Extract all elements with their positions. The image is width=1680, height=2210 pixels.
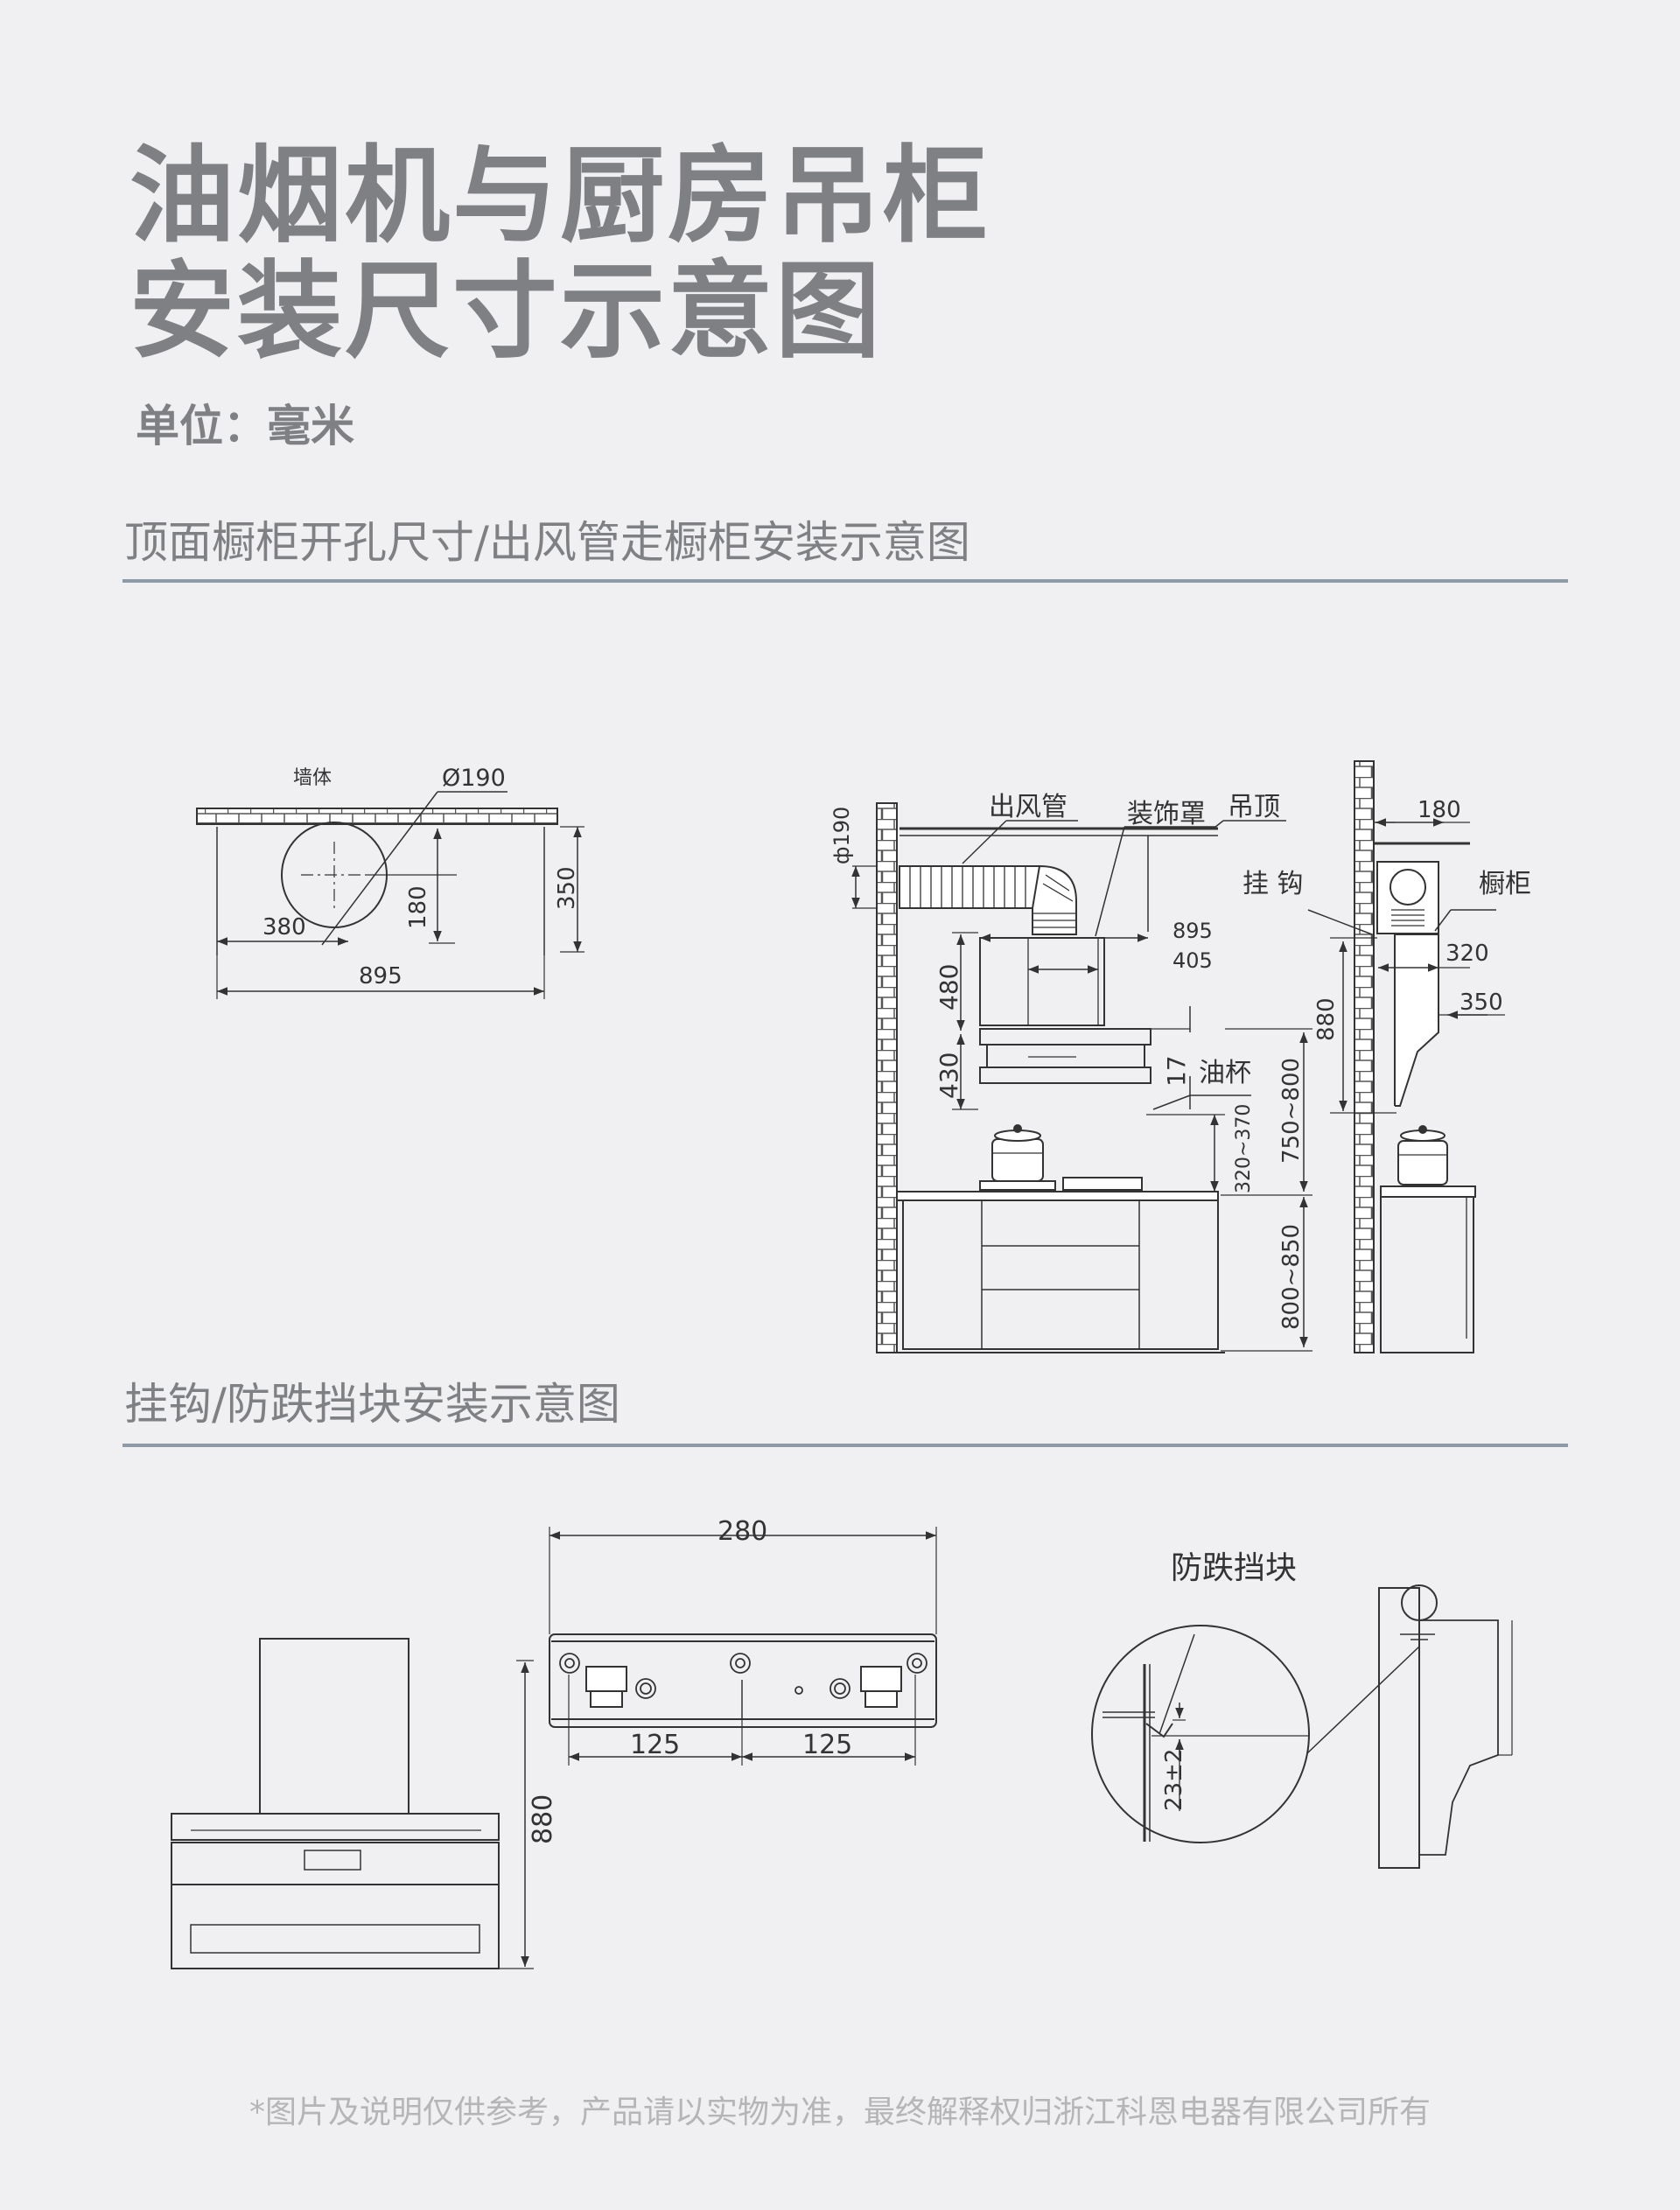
hook-bracket-view (549, 1527, 937, 1766)
duct-label: 出风管 (989, 792, 1068, 822)
ceiling-label: 吊顶 (1228, 792, 1280, 822)
dim-280-label: 280 (718, 1516, 767, 1547)
control-panel (304, 1850, 361, 1871)
hood-front-labels: 880 (528, 1794, 558, 1844)
hood-side-profile (1395, 934, 1439, 1107)
hook-label: 挂 钩 (1242, 869, 1304, 899)
base-cabinet (902, 1199, 1219, 1350)
front-view-labels: 出风管 装饰罩 吊顶 ф190 895 405 480 430 17 油杯 32… (830, 792, 1340, 1330)
side-countertop (1380, 1185, 1476, 1198)
oil-cup-label: 油杯 (1199, 1058, 1251, 1088)
anti-fall-block-detail (1091, 1584, 1513, 1869)
hood-body (979, 1028, 1152, 1046)
dim-480-label: 480 (934, 964, 963, 1011)
pipe-diameter-label: ф190 (830, 807, 854, 864)
wall-label: 墙体 (293, 767, 332, 789)
hook-clip-left (585, 1666, 627, 1708)
dim-320-370-label: 320~370 (1233, 1104, 1255, 1193)
hood-chimney (979, 937, 1105, 1026)
dim-320-label: 320 (1446, 941, 1489, 967)
section-divider (122, 1444, 1568, 1447)
dim-750-800-label: 750~800 (1278, 1058, 1305, 1164)
dim-125-right-label: 125 (802, 1730, 852, 1760)
dim-350-label: 350 (1460, 990, 1503, 1016)
bracket-screw-holes (559, 1653, 928, 1699)
flexible-duct (899, 865, 1040, 909)
dim-380-label: 380 (262, 914, 306, 941)
cabinet-wall-panel (1378, 1587, 1420, 1869)
anti-fall-block-labels: 防跌挡块 23±2 (1161, 1550, 1297, 1811)
hood-side-outline (1419, 1619, 1499, 1856)
hook-clip-right (860, 1666, 902, 1708)
dim-895-label: 895 (1172, 919, 1213, 943)
cover-label: 装饰罩 (1127, 799, 1206, 829)
dim-180-label: 180 (405, 885, 431, 929)
top-view-labels: 墙体 Ø190 380 180 350 895 (262, 765, 580, 990)
hood-chimney-front (259, 1638, 410, 1815)
page-title-line-1: 油烟机与厨房吊柜 (130, 136, 990, 257)
section-title-cabinet-opening: 顶面橱柜开孔尺寸/出风管走橱柜安装示意图 (124, 517, 970, 568)
dim-895-label: 895 (359, 963, 402, 990)
wall-brick-column (1354, 760, 1375, 1353)
dim-23-label: 23±2 (1161, 1749, 1187, 1811)
diameter-190-label: Ø190 (442, 765, 506, 792)
anti-fall-block-label: 防跌挡块 (1171, 1550, 1297, 1586)
countertop (896, 1191, 1219, 1201)
dim-880-label: 880 (1313, 997, 1340, 1041)
hook-bracket-plate (549, 1633, 937, 1728)
side-view-labels: 180 挂 钩 橱柜 320 350 (1242, 797, 1531, 1016)
dim-350-label: 350 (554, 866, 580, 910)
unit-label: 单位：毫米 (136, 401, 354, 451)
wall-brick-column (876, 802, 898, 1353)
hook-bracket-labels: 280 125 125 (630, 1516, 852, 1760)
kitchen-side-view (1307, 760, 1505, 1353)
side-base-cabinet (1380, 1196, 1474, 1353)
page-title-line-2: 安装尺寸示意图 (130, 251, 883, 373)
wall-brick-strip (196, 808, 558, 825)
section-divider (122, 579, 1568, 583)
cabinet-label: 橱柜 (1479, 869, 1531, 899)
dim-125-left-label: 125 (630, 1730, 680, 1760)
kitchen-front-view (851, 802, 1312, 1353)
anti-fall-block (1145, 1723, 1173, 1738)
stove-pot (979, 1124, 1056, 1191)
dim-430-label: 430 (934, 1053, 963, 1099)
dim-17-label: 17 (1162, 1055, 1191, 1087)
gas-burner (1062, 1177, 1143, 1191)
hood-top-panel (171, 1813, 500, 1841)
hood-front-view (171, 1638, 534, 1969)
dim-880-label: 880 (528, 1794, 558, 1844)
dim-800-850-label: 800~850 (1278, 1224, 1305, 1330)
cabinet-top-view (196, 791, 584, 999)
wall-cabinet-side (1376, 861, 1439, 934)
section-title-hook-install: 挂钩/防跌挡块安装示意图 (124, 1379, 620, 1430)
footer-disclaimer: *图片及说明仅供参考，产品请以实物为准，最终解释权归浙江科恩电器有限公司所有 (248, 2095, 1431, 2130)
detail-magnifier-circle (1091, 1625, 1310, 1843)
dim-405-label: 405 (1172, 948, 1213, 973)
side-stove-pot (1397, 1125, 1448, 1185)
dim-180-label: 180 (1418, 797, 1461, 823)
